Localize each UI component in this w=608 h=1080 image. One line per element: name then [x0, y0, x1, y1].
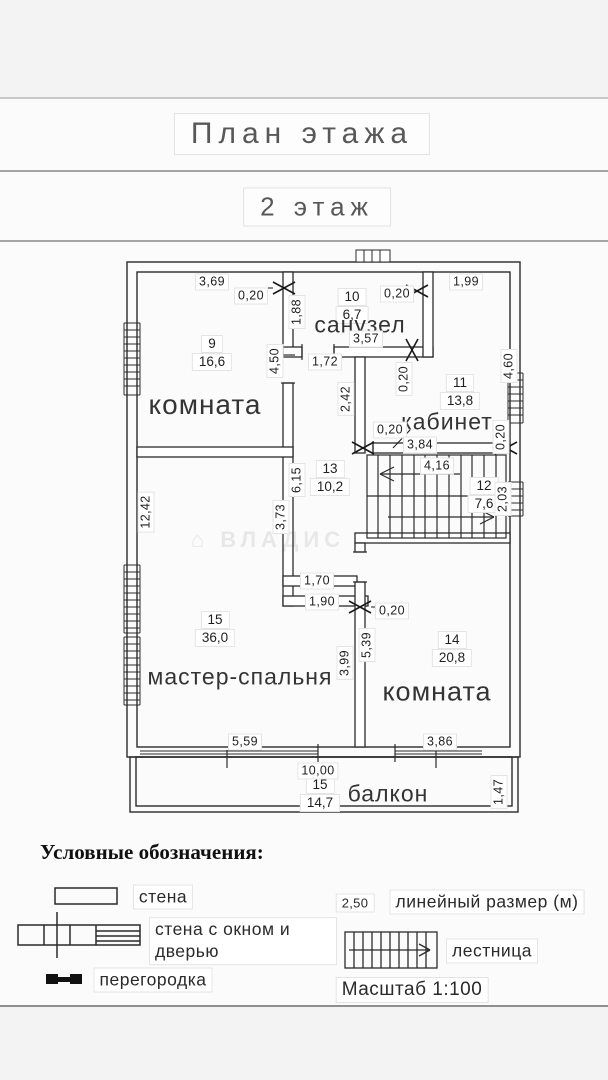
legend-wall-label: стена	[132, 884, 194, 910]
floor-title: 2 этаж	[243, 187, 391, 227]
room-number: 12	[469, 477, 499, 495]
dim-wall-thickness-4: 0,20	[373, 421, 407, 439]
room-label-11: 11 13,8	[439, 374, 481, 410]
legend-linear-value: 2,50	[335, 893, 375, 913]
legend-stairs-label: лестница	[446, 938, 538, 964]
rule-top	[0, 97, 608, 99]
room-area: 13,8	[439, 392, 481, 410]
room-label-15: 15 36,0	[194, 611, 236, 647]
dim-wall-thickness-2: 0,20	[380, 285, 414, 303]
rule-under-floor	[0, 240, 608, 242]
room-area: 20,8	[431, 649, 473, 667]
dim-right-up: 4,60	[500, 349, 518, 383]
dim-kab-left-up: 2,42	[337, 382, 355, 416]
room-area: 36,0	[194, 629, 236, 647]
room-area: 16,6	[191, 353, 233, 371]
room-area: 10,2	[309, 478, 351, 496]
bottom-margin-strip	[0, 1007, 608, 1080]
dim-master-width: 5,59	[228, 733, 262, 751]
room-name-14: комната	[382, 676, 492, 707]
room-area: 14,7	[299, 794, 341, 812]
dim-room9-right: 4,50	[266, 344, 284, 378]
room-number: 9	[201, 335, 223, 353]
dim-room14-width: 3,86	[423, 733, 457, 751]
dim-wall-thickness-1: 0,20	[234, 287, 268, 305]
legend-wall-window-door-label: стена с окном и дверью	[149, 917, 337, 965]
room-area: 6,7	[335, 306, 369, 324]
dim-room14-left: 5,39	[358, 628, 376, 662]
room-number: 14	[437, 631, 467, 649]
dim-wall-thickness-5: 0,20	[492, 420, 510, 454]
room-name-balcony: балкон	[347, 780, 429, 807]
room-number: 10	[337, 288, 367, 306]
room-label-balcony: 15 14,7	[299, 776, 341, 812]
dim-kab-width: 3,84	[403, 436, 437, 454]
dim-room9-top: 3,69	[195, 273, 229, 291]
room-label-14: 14 20,8	[431, 631, 473, 667]
dim-left-side: 12,42	[137, 491, 155, 533]
dim-master-right: 3,99	[336, 646, 354, 680]
rule-under-title	[0, 170, 608, 172]
page-title: План этажа	[173, 113, 431, 155]
room-name-9: комната	[148, 389, 262, 420]
room-number: 11	[445, 374, 474, 392]
dim-san-door: 1,72	[308, 353, 342, 371]
legend-partition-label: перегородка	[93, 967, 213, 993]
legend-heading: Условные обозначения:	[40, 840, 264, 864]
legend-scale-label: Масштаб 1:100	[335, 977, 489, 1003]
dim-balcony-width: 10,00	[297, 762, 339, 780]
watermark: ⌂ ВЛАДИС	[190, 527, 346, 552]
room-name-15: мастер-спальня	[147, 663, 333, 690]
dim-wall-thickness-6: 0,20	[375, 602, 409, 620]
legend-linear-label: линейный размер (м)	[389, 889, 585, 915]
dim-hall-w2: 1,90	[305, 593, 339, 611]
room-number: 13	[315, 460, 345, 478]
dim-stairs-width: 4,16	[420, 457, 454, 475]
dim-top-right: 1,99	[449, 273, 483, 291]
dim-hall-left: 3,73	[272, 500, 290, 534]
room-label-12: 12 7,6	[467, 477, 501, 513]
dim-balcony-depth: 1,47	[490, 775, 508, 809]
dim-hall-height: 6,15	[288, 463, 306, 497]
room-label-13: 13 10,2	[309, 460, 351, 496]
dim-wall-thickness-3: 0,20	[395, 362, 413, 396]
room-number: 15	[200, 611, 230, 629]
dim-hall-w1: 1,70	[300, 572, 334, 590]
dim-room12-height: 2,03	[494, 482, 512, 516]
room-label-10: 10 6,7	[335, 288, 369, 324]
room-name-11: кабинет	[401, 408, 493, 435]
rule-bottom	[0, 1005, 608, 1007]
top-margin-strip	[0, 0, 608, 98]
room-label-9: 9 16,6	[191, 335, 233, 371]
dim-san-width: 3,57	[349, 330, 383, 348]
dim-san-left: 1,88	[288, 295, 306, 329]
